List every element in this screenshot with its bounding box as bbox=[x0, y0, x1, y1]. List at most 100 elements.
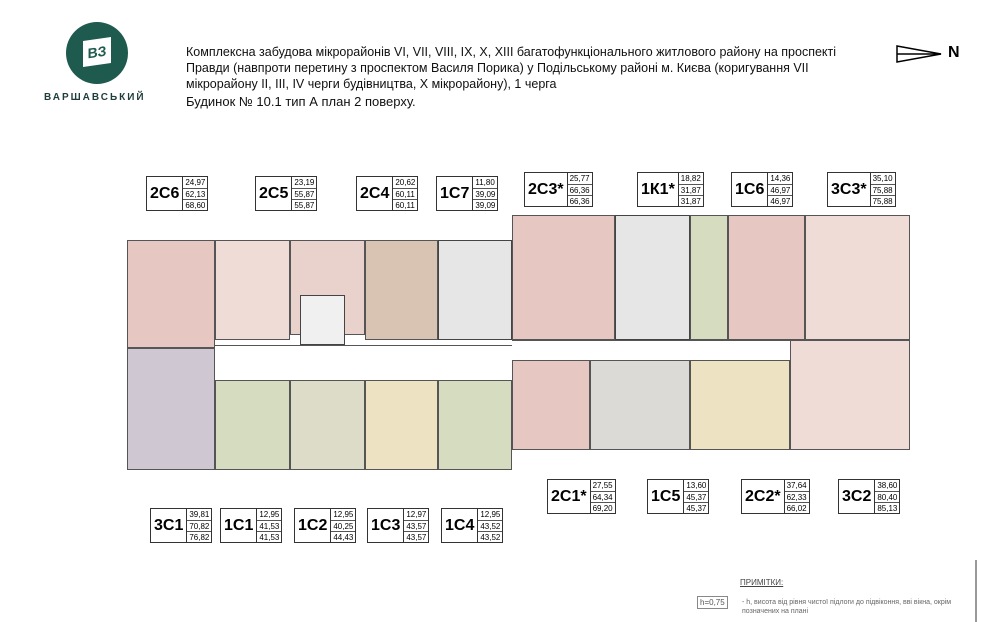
apartment-1c2[interactable] bbox=[290, 380, 365, 470]
area-value: 35,10 bbox=[870, 174, 895, 185]
sill-height-legend: h=0,75 bbox=[697, 596, 728, 609]
apartment-code: 1С2 bbox=[298, 517, 328, 534]
area-value: 44,43 bbox=[333, 533, 354, 543]
area-value: 27,55 bbox=[590, 481, 615, 492]
area-value: 80,40 bbox=[875, 492, 900, 504]
apartment-1c6[interactable] bbox=[728, 215, 805, 340]
area-value: 39,09 bbox=[475, 201, 496, 211]
apartment-1c5[interactable] bbox=[590, 360, 690, 450]
apartment-1c1[interactable] bbox=[215, 380, 290, 470]
area-value: 62,13 bbox=[183, 189, 208, 201]
north-label: N bbox=[948, 44, 960, 61]
area-value: 20,62 bbox=[393, 178, 418, 189]
area-value: 43,52 bbox=[478, 521, 503, 533]
apartment-2c1[interactable] bbox=[512, 360, 590, 450]
area-value: 76,82 bbox=[189, 533, 210, 543]
apartment-code: 2С4 bbox=[360, 185, 390, 202]
area-value: 64,34 bbox=[590, 492, 615, 504]
area-value: 13,60 bbox=[684, 481, 709, 492]
area-value: 38,60 bbox=[875, 481, 900, 492]
area-value: 39,81 bbox=[187, 510, 212, 521]
area-value: 12,95 bbox=[331, 510, 356, 521]
area-value: 46,97 bbox=[770, 197, 791, 207]
apartment-code: 1С1 bbox=[224, 517, 254, 534]
area-value: 23,19 bbox=[292, 178, 317, 189]
elevator-core bbox=[615, 215, 690, 340]
apartment-2c2[interactable] bbox=[690, 360, 790, 450]
apartment-code: 3С3* bbox=[831, 181, 867, 198]
area-value: 12,95 bbox=[478, 510, 503, 521]
area-value: 60,11 bbox=[395, 201, 415, 211]
project-title: Комплексна забудова мікрорайонів VI, VII… bbox=[186, 45, 837, 91]
apartment-2c6[interactable] bbox=[127, 240, 215, 348]
area-value: 24,97 bbox=[183, 178, 208, 189]
area-value: 55,87 bbox=[292, 189, 317, 201]
apartment-code: 2С5 bbox=[259, 185, 289, 202]
area-value: 66,36 bbox=[567, 185, 592, 197]
area-value: 43,52 bbox=[480, 533, 501, 543]
apartment-code: 2С6 bbox=[150, 185, 180, 202]
apartment-code: 1С4 bbox=[445, 517, 475, 534]
apartment-1c4[interactable] bbox=[438, 380, 512, 470]
area-value: 18,82 bbox=[678, 174, 703, 185]
area-value: 31,87 bbox=[680, 197, 701, 207]
area-value: 43,57 bbox=[404, 521, 429, 533]
area-value: 31,87 bbox=[678, 185, 703, 197]
area-value: 12,95 bbox=[257, 510, 282, 521]
apartment-code: 1К1* bbox=[641, 181, 675, 198]
area-value: 40,25 bbox=[331, 521, 356, 533]
north-arrow-icon bbox=[896, 45, 942, 63]
area-value: 45,37 bbox=[684, 492, 709, 504]
logo-mark: ВЗ bbox=[83, 37, 111, 67]
area-value: 75,88 bbox=[872, 197, 893, 207]
apartment-code: 2С3* bbox=[528, 181, 564, 198]
apartment-3c3[interactable] bbox=[805, 215, 910, 340]
apartment-1k1[interactable] bbox=[690, 215, 728, 340]
apartment-3c2[interactable] bbox=[790, 340, 910, 450]
area-value: 60,11 bbox=[393, 189, 418, 201]
apartment-code: 1С7 bbox=[440, 185, 470, 202]
area-value: 41,53 bbox=[257, 521, 282, 533]
apartment-1c7[interactable] bbox=[365, 240, 438, 340]
apartment-2c3[interactable] bbox=[512, 215, 615, 340]
area-value: 43,57 bbox=[406, 533, 427, 543]
apartment-2c5[interactable] bbox=[215, 240, 290, 340]
plan-subtitle: Будинок № 10.1 тип А план 2 поверху. bbox=[186, 94, 416, 109]
area-value: 37,64 bbox=[784, 481, 809, 492]
note-text: - h, висота від рівня чистої підлоги до … bbox=[742, 599, 952, 615]
apartment-1c3[interactable] bbox=[365, 380, 438, 470]
apartment-code: 2С1* bbox=[551, 488, 587, 505]
area-value: 85,13 bbox=[877, 504, 898, 514]
apartment-code: 1С6 bbox=[735, 181, 765, 198]
area-value: 68,60 bbox=[185, 201, 206, 211]
area-value: 14,36 bbox=[768, 174, 793, 185]
notes-title: ПРИМІТКИ: bbox=[740, 578, 784, 587]
stair-elevator-core bbox=[438, 240, 512, 340]
apartment-3c1[interactable] bbox=[127, 348, 215, 470]
area-value: 70,82 bbox=[187, 521, 212, 533]
stairwell bbox=[300, 295, 345, 345]
area-value: 69,20 bbox=[592, 504, 613, 514]
